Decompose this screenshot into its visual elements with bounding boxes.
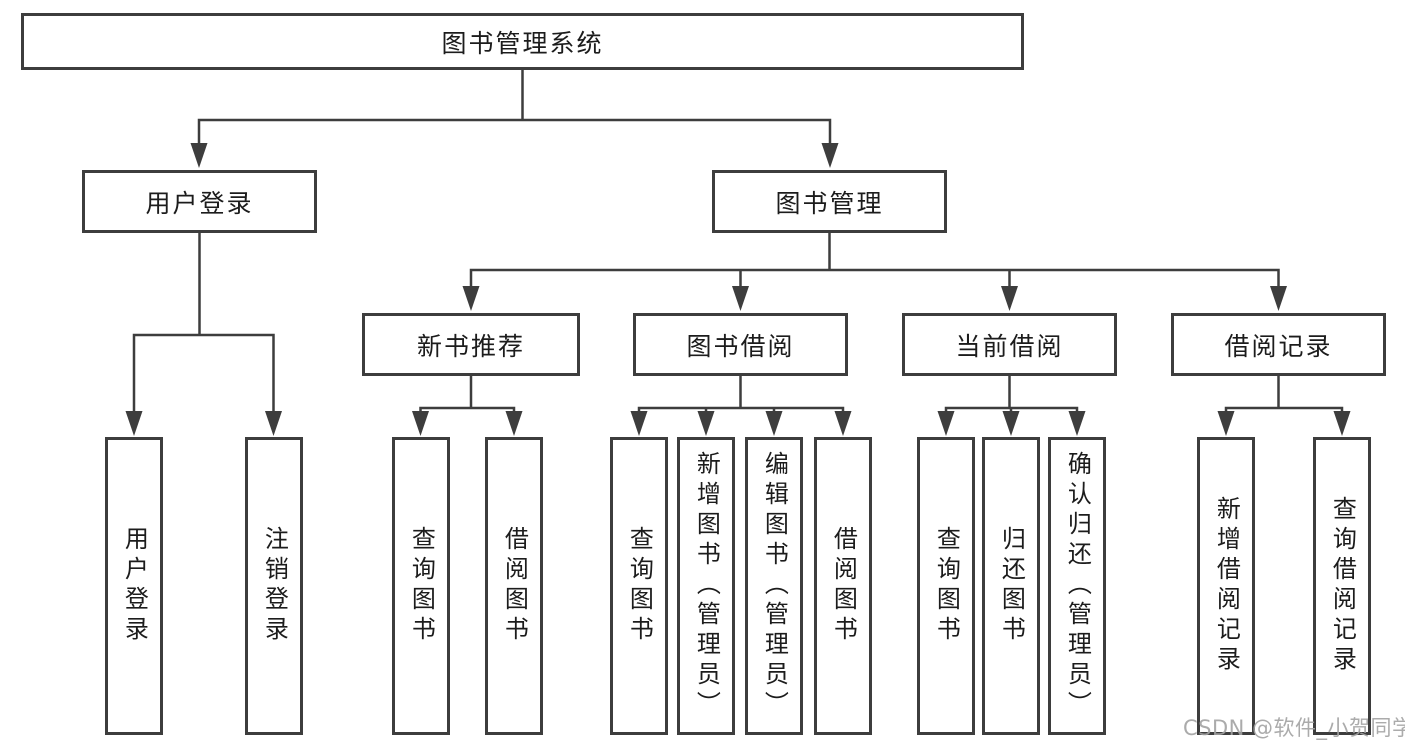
leaf-add-book-admin: 新增图书（管理员） — [677, 437, 735, 735]
leaf-add-borrow-record: 新增借阅记录 — [1197, 437, 1255, 735]
node-label: 图书借阅 — [686, 331, 795, 361]
csdn-watermark: CSDN @软件_小贺同学 — [1183, 716, 1405, 740]
leaf-user-login: 用户登录 — [105, 437, 163, 735]
node-label: 图书管理 — [775, 188, 884, 218]
node-current-borrow: 当前借阅 — [902, 313, 1117, 376]
node-borrow-records: 借阅记录 — [1171, 313, 1386, 376]
arrowheads — [125, 143, 1351, 436]
node-label: 查询图书 — [625, 526, 654, 646]
leaf-confirm-return-admin: 确认归还（管理员） — [1048, 437, 1106, 735]
leaf-edit-book-admin: 编辑图书（管理员） — [745, 437, 803, 735]
node-new-book-recommend: 新书推荐 — [362, 313, 580, 376]
leaf-borrow-books-recommend: 借阅图书 — [485, 437, 543, 735]
node-label: 用户登录 — [120, 526, 149, 646]
node-book-borrow: 图书借阅 — [633, 313, 848, 376]
node-label: 查询图书 — [407, 526, 436, 646]
node-label: 借阅图书 — [500, 526, 529, 646]
connector-book-management — [469, 233, 1280, 296]
connector-borrow-records — [1224, 376, 1344, 420]
connector-new-book-recommend — [419, 376, 516, 420]
leaf-query-books-recommend: 查询图书 — [392, 437, 450, 735]
node-label: 查询图书 — [932, 526, 961, 646]
leaf-borrow-books: 借阅图书 — [814, 437, 872, 735]
node-label: 确认归还（管理员） — [1063, 451, 1092, 721]
node-label: 新增借阅记录 — [1212, 496, 1241, 676]
node-label: 用户登录 — [145, 188, 254, 218]
node-label: 归还图书 — [997, 526, 1026, 646]
leaf-query-books-current: 查询图书 — [917, 437, 975, 735]
leaf-query-books-borrow: 查询图书 — [610, 437, 668, 735]
node-label: 借阅图书 — [829, 526, 858, 646]
node-library-management-system: 图书管理系统 — [21, 13, 1024, 70]
node-label: 图书管理系统 — [441, 28, 604, 58]
leaf-return-book: 归还图书 — [982, 437, 1040, 735]
connector-root — [197, 68, 832, 152]
leaf-query-borrow-record: 查询借阅记录 — [1313, 437, 1371, 735]
connector-user-login — [132, 233, 275, 420]
node-label: 注销登录 — [260, 526, 289, 646]
node-label: 编辑图书（管理员） — [760, 451, 789, 721]
node-book-management: 图书管理 — [712, 170, 947, 233]
leaf-logout: 注销登录 — [245, 437, 303, 735]
node-label: 新增图书（管理员） — [692, 451, 721, 721]
node-label: 借阅记录 — [1224, 331, 1333, 361]
node-label: 查询借阅记录 — [1328, 496, 1357, 676]
node-label: 新书推荐 — [416, 331, 525, 361]
node-user-login: 用户登录 — [82, 170, 317, 233]
node-label: 当前借阅 — [955, 331, 1064, 361]
connector-book-borrow — [637, 376, 845, 420]
